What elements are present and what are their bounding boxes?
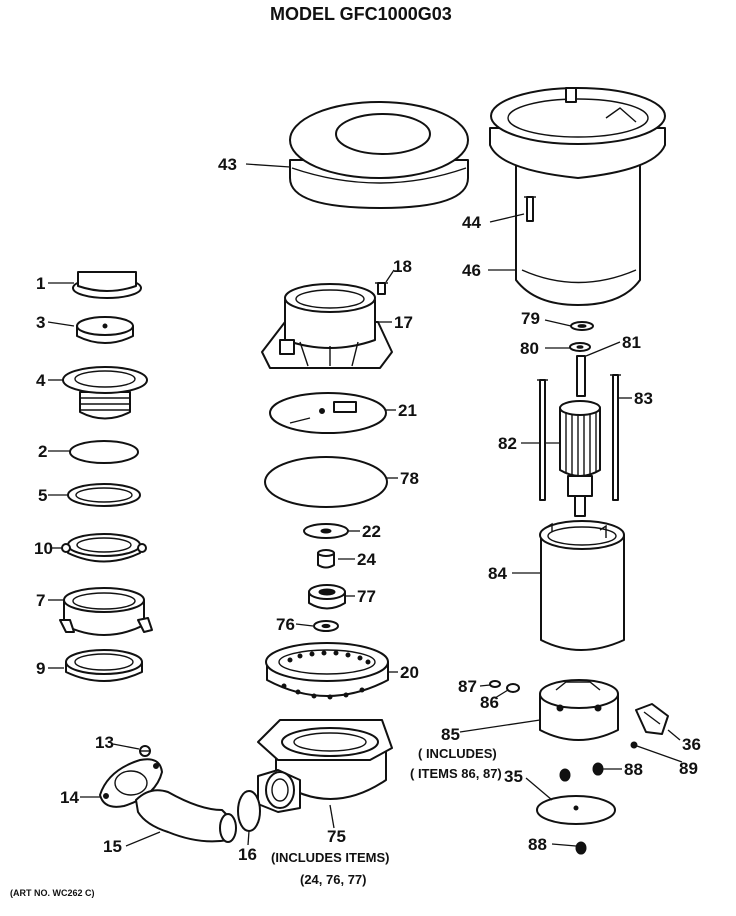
part-1-stopper bbox=[72, 271, 142, 299]
part-17-upper-hopper bbox=[261, 283, 393, 369]
label-84: 84 bbox=[488, 564, 507, 583]
part-13-screw bbox=[139, 745, 151, 757]
label-89: 89 bbox=[679, 759, 698, 778]
diagram-title: MODEL GFC1000G03 bbox=[270, 4, 452, 24]
part-84-motor-housing bbox=[539, 520, 625, 651]
part-88-foot-right bbox=[592, 762, 604, 776]
label-17: 17 bbox=[394, 313, 413, 332]
part-2-gasket bbox=[69, 440, 139, 464]
label-5: 5 bbox=[38, 486, 47, 505]
label-88-upper: 88 bbox=[624, 760, 643, 779]
part-46-shell bbox=[489, 87, 666, 306]
part-83-through-bolts bbox=[537, 374, 621, 501]
label-22: 22 bbox=[362, 522, 381, 541]
label-78: 78 bbox=[400, 469, 419, 488]
part-4-sink-flange bbox=[62, 366, 148, 420]
part-82-rotor bbox=[559, 400, 601, 517]
part-77-bearing bbox=[308, 584, 346, 610]
part-87-clip bbox=[489, 680, 501, 688]
part-88-foot-lower bbox=[575, 841, 587, 855]
part-10-mounting-ring bbox=[61, 533, 147, 563]
label-80: 80 bbox=[520, 339, 539, 358]
label-15: 15 bbox=[103, 837, 122, 856]
part-35-cover-plate bbox=[536, 795, 616, 825]
part-9-fiber-gasket bbox=[65, 649, 143, 682]
label-85: 85 bbox=[441, 725, 460, 744]
label-88-lower: 88 bbox=[528, 835, 547, 854]
label-1: 1 bbox=[36, 274, 45, 293]
label-79: 79 bbox=[521, 309, 540, 328]
label-13: 13 bbox=[95, 733, 114, 752]
part-21-turntable bbox=[269, 392, 387, 434]
part-79-washer bbox=[570, 321, 594, 331]
part-81-shaft bbox=[576, 355, 586, 397]
part-44-screw bbox=[524, 196, 536, 222]
label-81: 81 bbox=[622, 333, 641, 352]
note-85-line2: ( ITEMS 86, 87) bbox=[410, 766, 502, 781]
label-16: 16 bbox=[238, 845, 257, 864]
part-76-seal bbox=[313, 620, 339, 632]
label-4: 4 bbox=[36, 371, 46, 390]
part-22-washer bbox=[303, 523, 349, 539]
part-3-strainer bbox=[76, 316, 134, 344]
label-83: 83 bbox=[634, 389, 653, 408]
note-75-line1: (INCLUDES ITEMS) bbox=[271, 850, 389, 865]
label-9: 9 bbox=[36, 659, 45, 678]
part-16-gasket bbox=[237, 790, 261, 832]
label-21: 21 bbox=[398, 401, 417, 420]
note-75-line2: (24, 76, 77) bbox=[300, 872, 367, 887]
part-20-stator bbox=[265, 642, 389, 700]
label-43: 43 bbox=[218, 155, 237, 174]
part-43-cover bbox=[289, 101, 469, 209]
part-36-switch bbox=[635, 703, 669, 735]
label-20: 20 bbox=[400, 663, 419, 682]
part-80-washer bbox=[569, 342, 591, 352]
part-89-screw bbox=[630, 741, 638, 749]
label-7: 7 bbox=[36, 591, 45, 610]
label-3: 3 bbox=[36, 313, 45, 332]
label-76: 76 bbox=[276, 615, 295, 634]
label-86: 86 bbox=[480, 693, 499, 712]
part-24-spacer bbox=[317, 549, 335, 569]
part-85-end-bell bbox=[539, 679, 619, 741]
label-18: 18 bbox=[393, 257, 412, 276]
label-87: 87 bbox=[458, 677, 477, 696]
art-number: (ART NO. WC262 C) bbox=[10, 888, 95, 898]
label-36: 36 bbox=[682, 735, 701, 754]
label-24: 24 bbox=[357, 550, 376, 569]
part-75-lower-hopper bbox=[257, 719, 393, 813]
label-46: 46 bbox=[462, 261, 481, 280]
part-78-o-ring bbox=[264, 456, 388, 508]
label-44: 44 bbox=[462, 213, 481, 232]
part-86-clip bbox=[506, 683, 520, 693]
label-35: 35 bbox=[504, 767, 523, 786]
label-82: 82 bbox=[498, 434, 517, 453]
label-14: 14 bbox=[60, 788, 79, 807]
label-2: 2 bbox=[38, 442, 47, 461]
label-10: 10 bbox=[34, 539, 53, 558]
label-75: 75 bbox=[327, 827, 346, 846]
note-85-line1: ( INCLUDES) bbox=[418, 746, 497, 761]
part-7-mounting-assembly bbox=[59, 587, 153, 636]
label-77: 77 bbox=[357, 587, 376, 606]
part-15-discharge-tube bbox=[135, 789, 237, 843]
part-18-screw bbox=[375, 282, 388, 295]
part-5-backup-ring bbox=[67, 483, 141, 507]
part-88-foot-left bbox=[559, 768, 571, 782]
